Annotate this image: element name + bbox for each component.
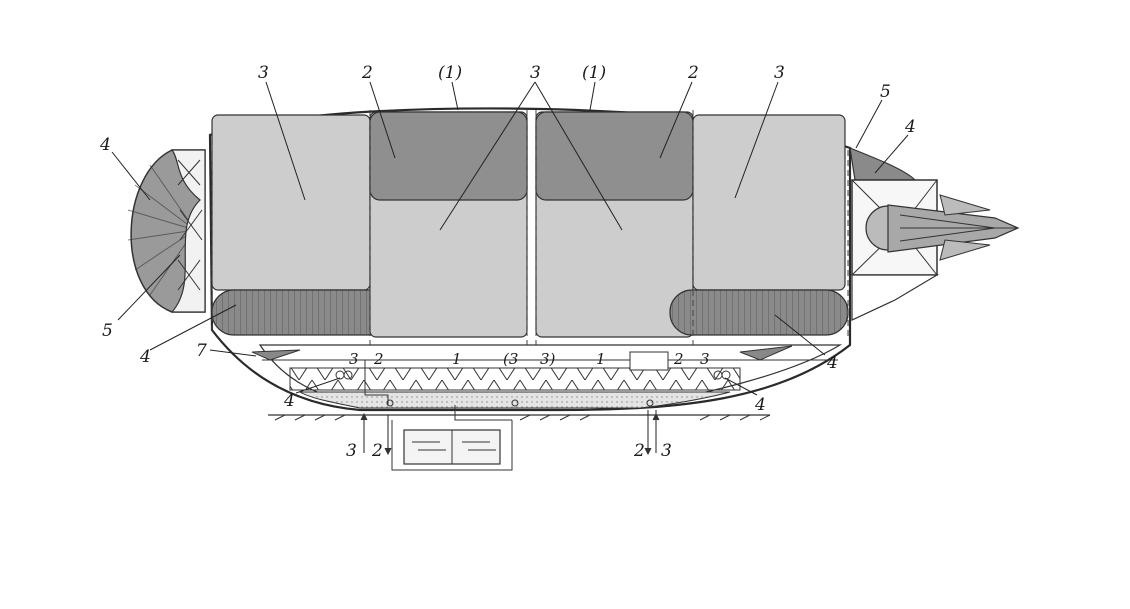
leader-lines	[111, 81, 909, 396]
label-keel-3-center-a: (3	[503, 350, 518, 368]
label-keel-2-right: 2	[673, 350, 684, 368]
label-keel-3-center-b: 3)	[540, 350, 556, 368]
label-keel-3-left: 3	[349, 350, 359, 368]
label-left-4-top: 4	[99, 135, 111, 155]
label-right-4-top: 4	[904, 117, 916, 137]
label-left-5: 5	[102, 321, 113, 341]
tail-section	[849, 147, 1020, 321]
label-left-4-keel: 4	[283, 391, 295, 411]
label-left-7: 7	[196, 341, 207, 361]
label-top-3-center: 3	[530, 63, 541, 83]
label-right-4-keel: 4	[754, 395, 766, 415]
label-keel-2-left: 2	[373, 350, 384, 368]
nose-section	[127, 149, 206, 313]
gas-cells	[211, 110, 849, 395]
label-keel-1-left: 1	[452, 350, 462, 368]
label-pipe-right-2: 2	[633, 441, 645, 461]
label-pipe-right-3: 3	[661, 441, 672, 461]
label-top-1-left: (1)	[438, 63, 462, 83]
label-pipe-left-3: 3	[346, 441, 357, 461]
ground	[268, 414, 771, 421]
ground-tank	[391, 420, 513, 471]
label-keel-1-right: 1	[596, 350, 606, 368]
keel-section	[251, 344, 843, 421]
label-pipe-left-2: 2	[371, 441, 383, 461]
label-left-4-bottom: 4	[139, 347, 151, 367]
label-top-2-left: 2	[361, 63, 373, 83]
label-keel-3-right: 3	[700, 350, 710, 368]
label-right-5: 5	[880, 82, 891, 102]
ground-pipes	[360, 410, 660, 456]
label-top-2-right: 2	[687, 63, 699, 83]
label-top-1-right: (1)	[582, 63, 606, 83]
label-right-4-mid: 4	[826, 353, 838, 373]
label-top-3-left: 3	[258, 63, 269, 83]
diagram-labels: 3 2 (1) 3 (1) 2 3 5 4 4 5 4 7 3 2 1 (3 3…	[99, 63, 916, 461]
label-top-3-right: 3	[774, 63, 785, 83]
